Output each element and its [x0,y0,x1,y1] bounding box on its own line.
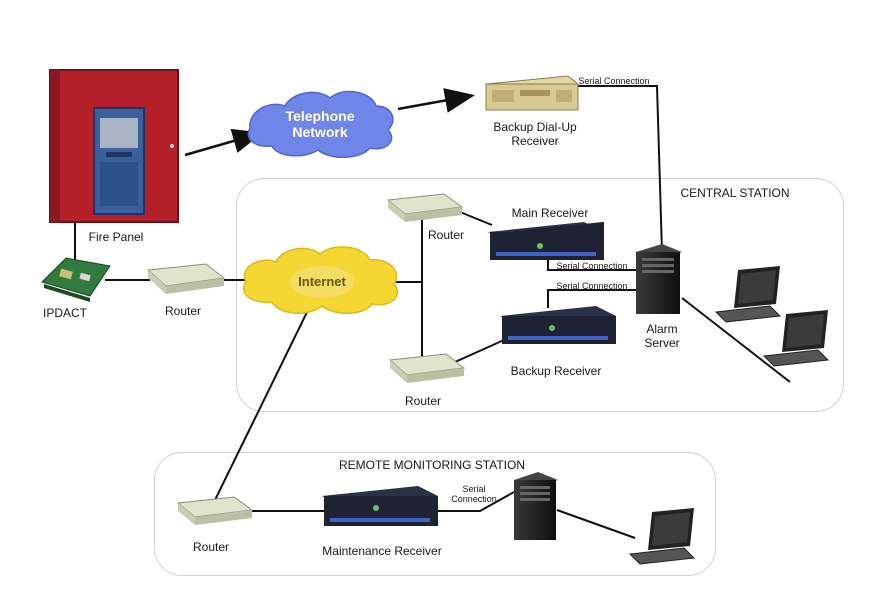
router-remote-device [176,496,254,525]
telephone-network-label: Telephone Network [286,108,355,140]
telephone-network-line2: Network [292,124,348,140]
internet-to-remote-router-line [214,305,311,501]
remote-server-to-laptop-line [556,509,636,539]
workstation-laptop-1 [714,266,782,323]
router-central-bottom-label: Router [404,394,442,408]
serial-connection-main-label: Serial Connection [556,261,628,271]
fire-panel-device [49,69,179,223]
backup-receiver-device [500,306,616,344]
backup-dialup-to-server-line [576,85,663,253]
main-receiver-device [488,221,604,260]
maintenance-receiver-device [322,486,438,526]
main-receiver-label: Main Receiver [511,206,589,220]
router-central-bottom-device [388,353,466,383]
fire-panel-label: Fire Panel [88,230,144,244]
router-central-top-device [386,193,464,222]
backup-dialup-receiver-device [484,75,580,111]
backup-dialup-line2: Receiver [511,134,559,148]
serial-remote-line2: Connection [451,494,497,504]
alarm-server-label: Alarm Server [644,322,679,350]
workstation-laptop-2 [762,310,830,367]
router-central-top-label: Router [427,228,465,242]
remote-monitoring-station-title: REMOTE MONITORING STATION [339,458,525,472]
maintenance-receiver-label: Maintenance Receiver [322,544,442,558]
maintenance-to-server-line [436,491,515,512]
internet-label: Internet [298,274,346,289]
remote-monitoring-station-region [154,452,716,576]
serial-remote-line1: Serial [462,484,486,494]
backup-receiver-to-server-line [547,289,640,308]
router-main-device [146,263,226,294]
central-station-title: CENTRAL STATION [680,186,790,200]
serial-connection-remote-label: Serial Connection [451,484,497,504]
alarm-server-device [636,244,682,314]
telephone-network-line1: Telephone [285,108,355,124]
backup-receiver-label: Backup Receiver [510,364,602,378]
telephone-network-cloud [247,90,394,158]
router-main-label: Router [164,304,202,318]
remote-server-device [514,472,558,540]
main-receiver-to-server-line [547,256,640,271]
arrow-telephone-to-backup [397,88,475,113]
backup-dialup-receiver-label: Backup Dial-Up Receiver [493,120,576,148]
ipdact-label: IPDACT [42,306,88,320]
central-station-region [236,178,844,412]
serial-connection-top-label: Serial Connection [578,76,650,86]
router-remote-label: Router [192,540,230,554]
router-top-to-main-receiver-line [459,211,493,226]
connection-lines [74,85,791,539]
server-to-workstations-line [681,297,791,383]
backup-dialup-line1: Backup Dial-Up [493,120,577,134]
alarm-server-line2: Server [644,336,680,350]
serial-connection-backup-label: Serial Connection [556,281,628,291]
arrow-panel-to-telephone [184,128,263,157]
remote-laptop [628,508,696,565]
router-bottom-to-backup-receiver-line [454,339,505,363]
ipdact-device [41,257,111,302]
alarm-server-line1: Alarm [646,322,678,336]
